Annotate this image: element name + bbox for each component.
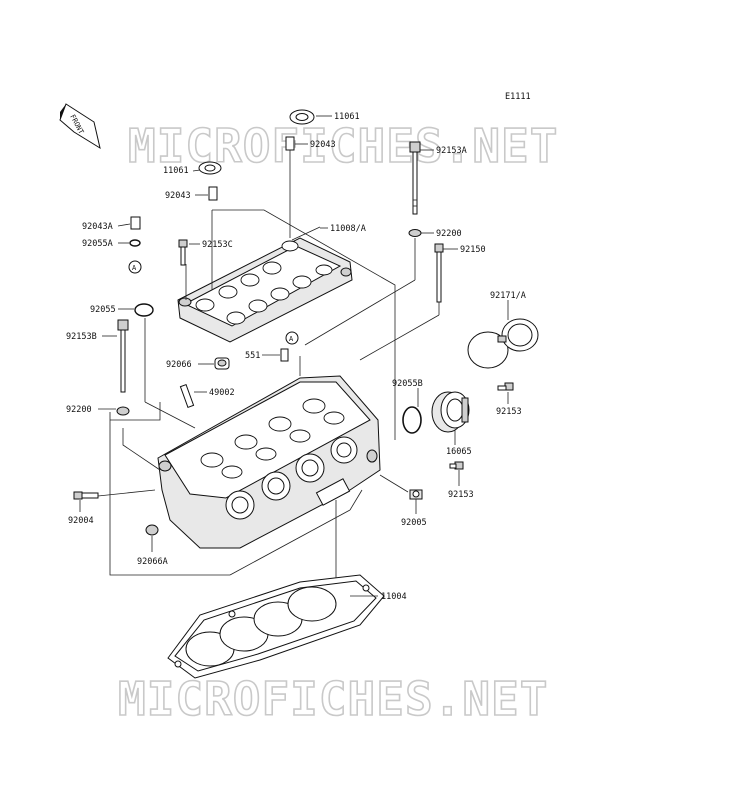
bolt-92153C <box>178 239 188 266</box>
ref-marker-a-center: A <box>285 331 299 345</box>
label-92153B: 92153B <box>66 332 97 342</box>
label-92043-left: 92043 <box>165 191 191 201</box>
clamp-92171A <box>467 318 539 369</box>
label-92200-left: 92200 <box>66 405 92 415</box>
label-92153A: 92153A <box>436 146 467 156</box>
label-92153C: 92153C <box>202 240 233 250</box>
washer-92200-right <box>408 229 422 237</box>
pin-551 <box>280 348 289 362</box>
label-16065: 16065 <box>446 447 472 457</box>
label-92055: 92055 <box>90 305 116 315</box>
bolt-92153A <box>409 141 421 215</box>
label-92066: 92066 <box>166 360 192 370</box>
label-92055A: 92055A <box>82 239 113 249</box>
bolt-92153-lower <box>449 461 464 470</box>
part-49002 <box>179 383 195 409</box>
head-gasket <box>167 574 385 679</box>
oring-92055B <box>402 406 422 434</box>
ref-marker-a-left: A <box>128 260 142 274</box>
bolt-92150 <box>434 243 444 303</box>
label-551: 551 <box>245 351 260 361</box>
plug-92066 <box>214 357 230 370</box>
watermark-top: MICROFICHES.NET <box>128 119 558 173</box>
label-92043A: 92043A <box>82 222 113 232</box>
label-11004: 11004 <box>381 592 407 602</box>
bolt-92153-upper <box>497 382 514 391</box>
front-arrow-icon: FRONT <box>59 103 101 150</box>
washer-92200-left <box>116 406 130 416</box>
cylinder-head-cover <box>177 237 353 343</box>
pin-92043-left <box>208 186 218 201</box>
ref-marker-a-left-text: A <box>132 264 137 272</box>
stud-92004 <box>73 491 99 500</box>
watermark-bottom: MICROFICHES.NET <box>118 672 548 726</box>
gasket-11061-top <box>289 109 315 125</box>
diagram-code: E1111 <box>505 92 531 102</box>
cylinder-head <box>157 375 381 549</box>
oring-92055 <box>134 303 154 317</box>
bolt-92153B <box>117 319 129 393</box>
pin-92043A <box>130 216 141 230</box>
leader-lines <box>79 115 509 597</box>
oring-92055A <box>129 239 141 247</box>
holder-16065 <box>431 391 470 433</box>
label-92153-upper: 92153 <box>496 407 522 417</box>
gasket-11061-left <box>198 161 222 175</box>
label-92055B: 92055B <box>392 379 423 389</box>
label-92150: 92150 <box>460 245 486 255</box>
label-92200-right: 92200 <box>436 229 462 239</box>
label-92004: 92004 <box>68 516 94 526</box>
fitting-92005 <box>409 489 423 500</box>
label-92005: 92005 <box>401 518 427 528</box>
label-92171A: 92171/A <box>490 291 526 301</box>
pin-92043-top <box>285 136 295 151</box>
label-92043-top: 92043 <box>310 140 336 150</box>
label-11061-top: 11061 <box>334 112 360 122</box>
ref-marker-a-center-text: A <box>289 335 294 343</box>
label-92153-lower: 92153 <box>448 490 474 500</box>
plug-92066A <box>145 524 159 536</box>
label-49002: 49002 <box>209 388 235 398</box>
label-92066A: 92066A <box>137 557 168 567</box>
label-11008A: 11008/A <box>330 224 366 234</box>
label-11061-left: 11061 <box>163 166 189 176</box>
